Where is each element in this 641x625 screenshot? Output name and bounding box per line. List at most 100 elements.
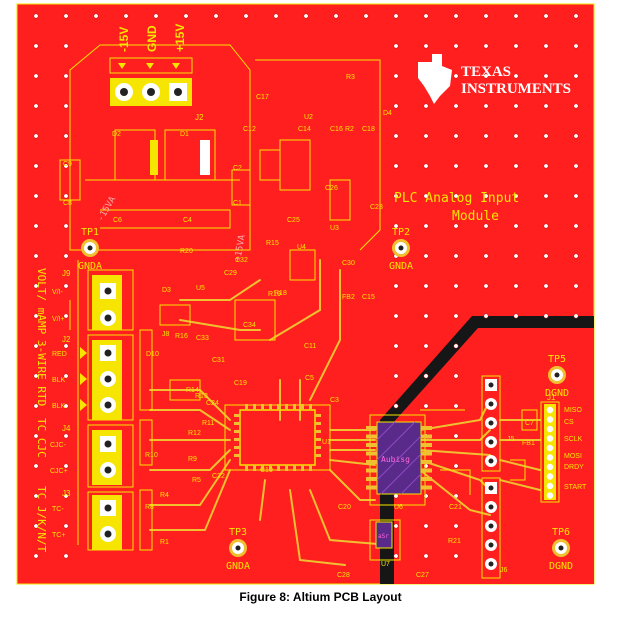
via — [453, 343, 459, 349]
pad-hole — [104, 287, 112, 295]
logo-texas: TEXAS — [461, 64, 511, 80]
refdes-label: D2 — [112, 131, 121, 138]
via — [63, 43, 69, 49]
ic-pad — [366, 426, 377, 430]
via — [453, 403, 459, 409]
header-pad-hole — [488, 504, 494, 510]
silkscreen-group — [59, 44, 560, 579]
test-point-net: DGND — [549, 561, 573, 572]
via — [423, 313, 429, 319]
ic-pad — [253, 404, 256, 410]
refdes-label: C5 — [305, 375, 314, 382]
refdes-label: C34 — [243, 322, 256, 329]
refdes-label: C15 — [362, 294, 375, 301]
refdes-label: R2 — [345, 126, 354, 133]
via — [453, 253, 459, 259]
via — [33, 523, 39, 529]
via — [93, 13, 99, 19]
pin-marker-icon — [146, 63, 154, 69]
header-pad-hole — [488, 485, 494, 491]
pad-hole — [120, 88, 128, 96]
via — [453, 373, 459, 379]
via — [513, 223, 519, 229]
via — [513, 283, 519, 289]
via — [393, 283, 399, 289]
refdes-label: U1 — [322, 439, 331, 446]
header-pad — [546, 454, 554, 461]
via — [33, 13, 39, 19]
side-label-tc-cjc: TC CJC — [35, 418, 48, 458]
pin-label: TC+ — [52, 532, 65, 539]
u6-isolator: Aubisg aSr — [366, 421, 432, 549]
via — [513, 253, 519, 259]
ic-pad — [315, 422, 321, 425]
via — [453, 133, 459, 139]
ic-pad — [309, 465, 312, 471]
ic-pad — [234, 454, 240, 457]
refdes-label: C32 — [235, 257, 248, 264]
pin-marker-icon — [80, 373, 87, 385]
test-point-hole — [398, 245, 404, 251]
via — [63, 193, 69, 199]
via — [63, 463, 69, 469]
side-label-rtd: 3-WIRE RTD — [35, 340, 48, 406]
via — [513, 103, 519, 109]
test-point-net: GNDA — [226, 561, 250, 572]
header-pad-hole — [488, 561, 494, 567]
board-outline — [16, 3, 595, 585]
via — [33, 373, 39, 379]
via — [33, 73, 39, 79]
pin-marker-icon — [80, 399, 87, 411]
via — [33, 493, 39, 499]
pad-hole — [104, 314, 112, 322]
ic-pad — [234, 422, 240, 425]
via — [453, 283, 459, 289]
via — [483, 133, 489, 139]
via — [573, 163, 579, 169]
via — [543, 193, 549, 199]
refdes-label: C2 — [233, 165, 242, 172]
via — [573, 313, 579, 319]
pad-hole — [104, 530, 112, 538]
header-pad — [546, 444, 554, 452]
spi-pin-label: START — [564, 484, 587, 491]
via — [423, 373, 429, 379]
refdes-label: C8 — [63, 200, 72, 207]
via — [453, 43, 459, 49]
via — [453, 193, 459, 199]
header-pad — [546, 425, 554, 433]
via — [393, 73, 399, 79]
via — [573, 193, 579, 199]
ic-pad — [301, 465, 304, 471]
pin-marker-icon — [118, 63, 126, 69]
board-title-line2: Module — [452, 209, 499, 224]
ic-pad — [366, 434, 377, 439]
via — [513, 313, 519, 319]
ic-pad — [277, 465, 280, 471]
power-header-ref: J2 — [195, 113, 204, 122]
via — [303, 13, 309, 19]
via — [33, 283, 39, 289]
via — [33, 343, 39, 349]
via — [33, 133, 39, 139]
via — [453, 433, 459, 439]
via — [63, 73, 69, 79]
via — [63, 103, 69, 109]
via — [393, 13, 399, 19]
connector-ref-j2b: J2 — [62, 335, 71, 344]
refdes-label: D10 — [146, 351, 159, 358]
pin-label: CJC+ — [50, 468, 68, 475]
u7-marking: aSr — [378, 533, 389, 540]
texas-state-icon — [418, 54, 452, 104]
ic-pad — [234, 438, 240, 441]
refdes-label: R9 — [188, 456, 197, 463]
via — [393, 553, 399, 559]
refdes-label: C21 — [449, 504, 462, 511]
u6-marking: Aubisg — [381, 455, 410, 464]
header-pad — [546, 435, 554, 442]
via — [513, 13, 519, 19]
refdes-label: C23 — [370, 204, 383, 211]
refdes-label: D3 — [162, 287, 171, 294]
refdes-label: U3 — [330, 225, 339, 232]
